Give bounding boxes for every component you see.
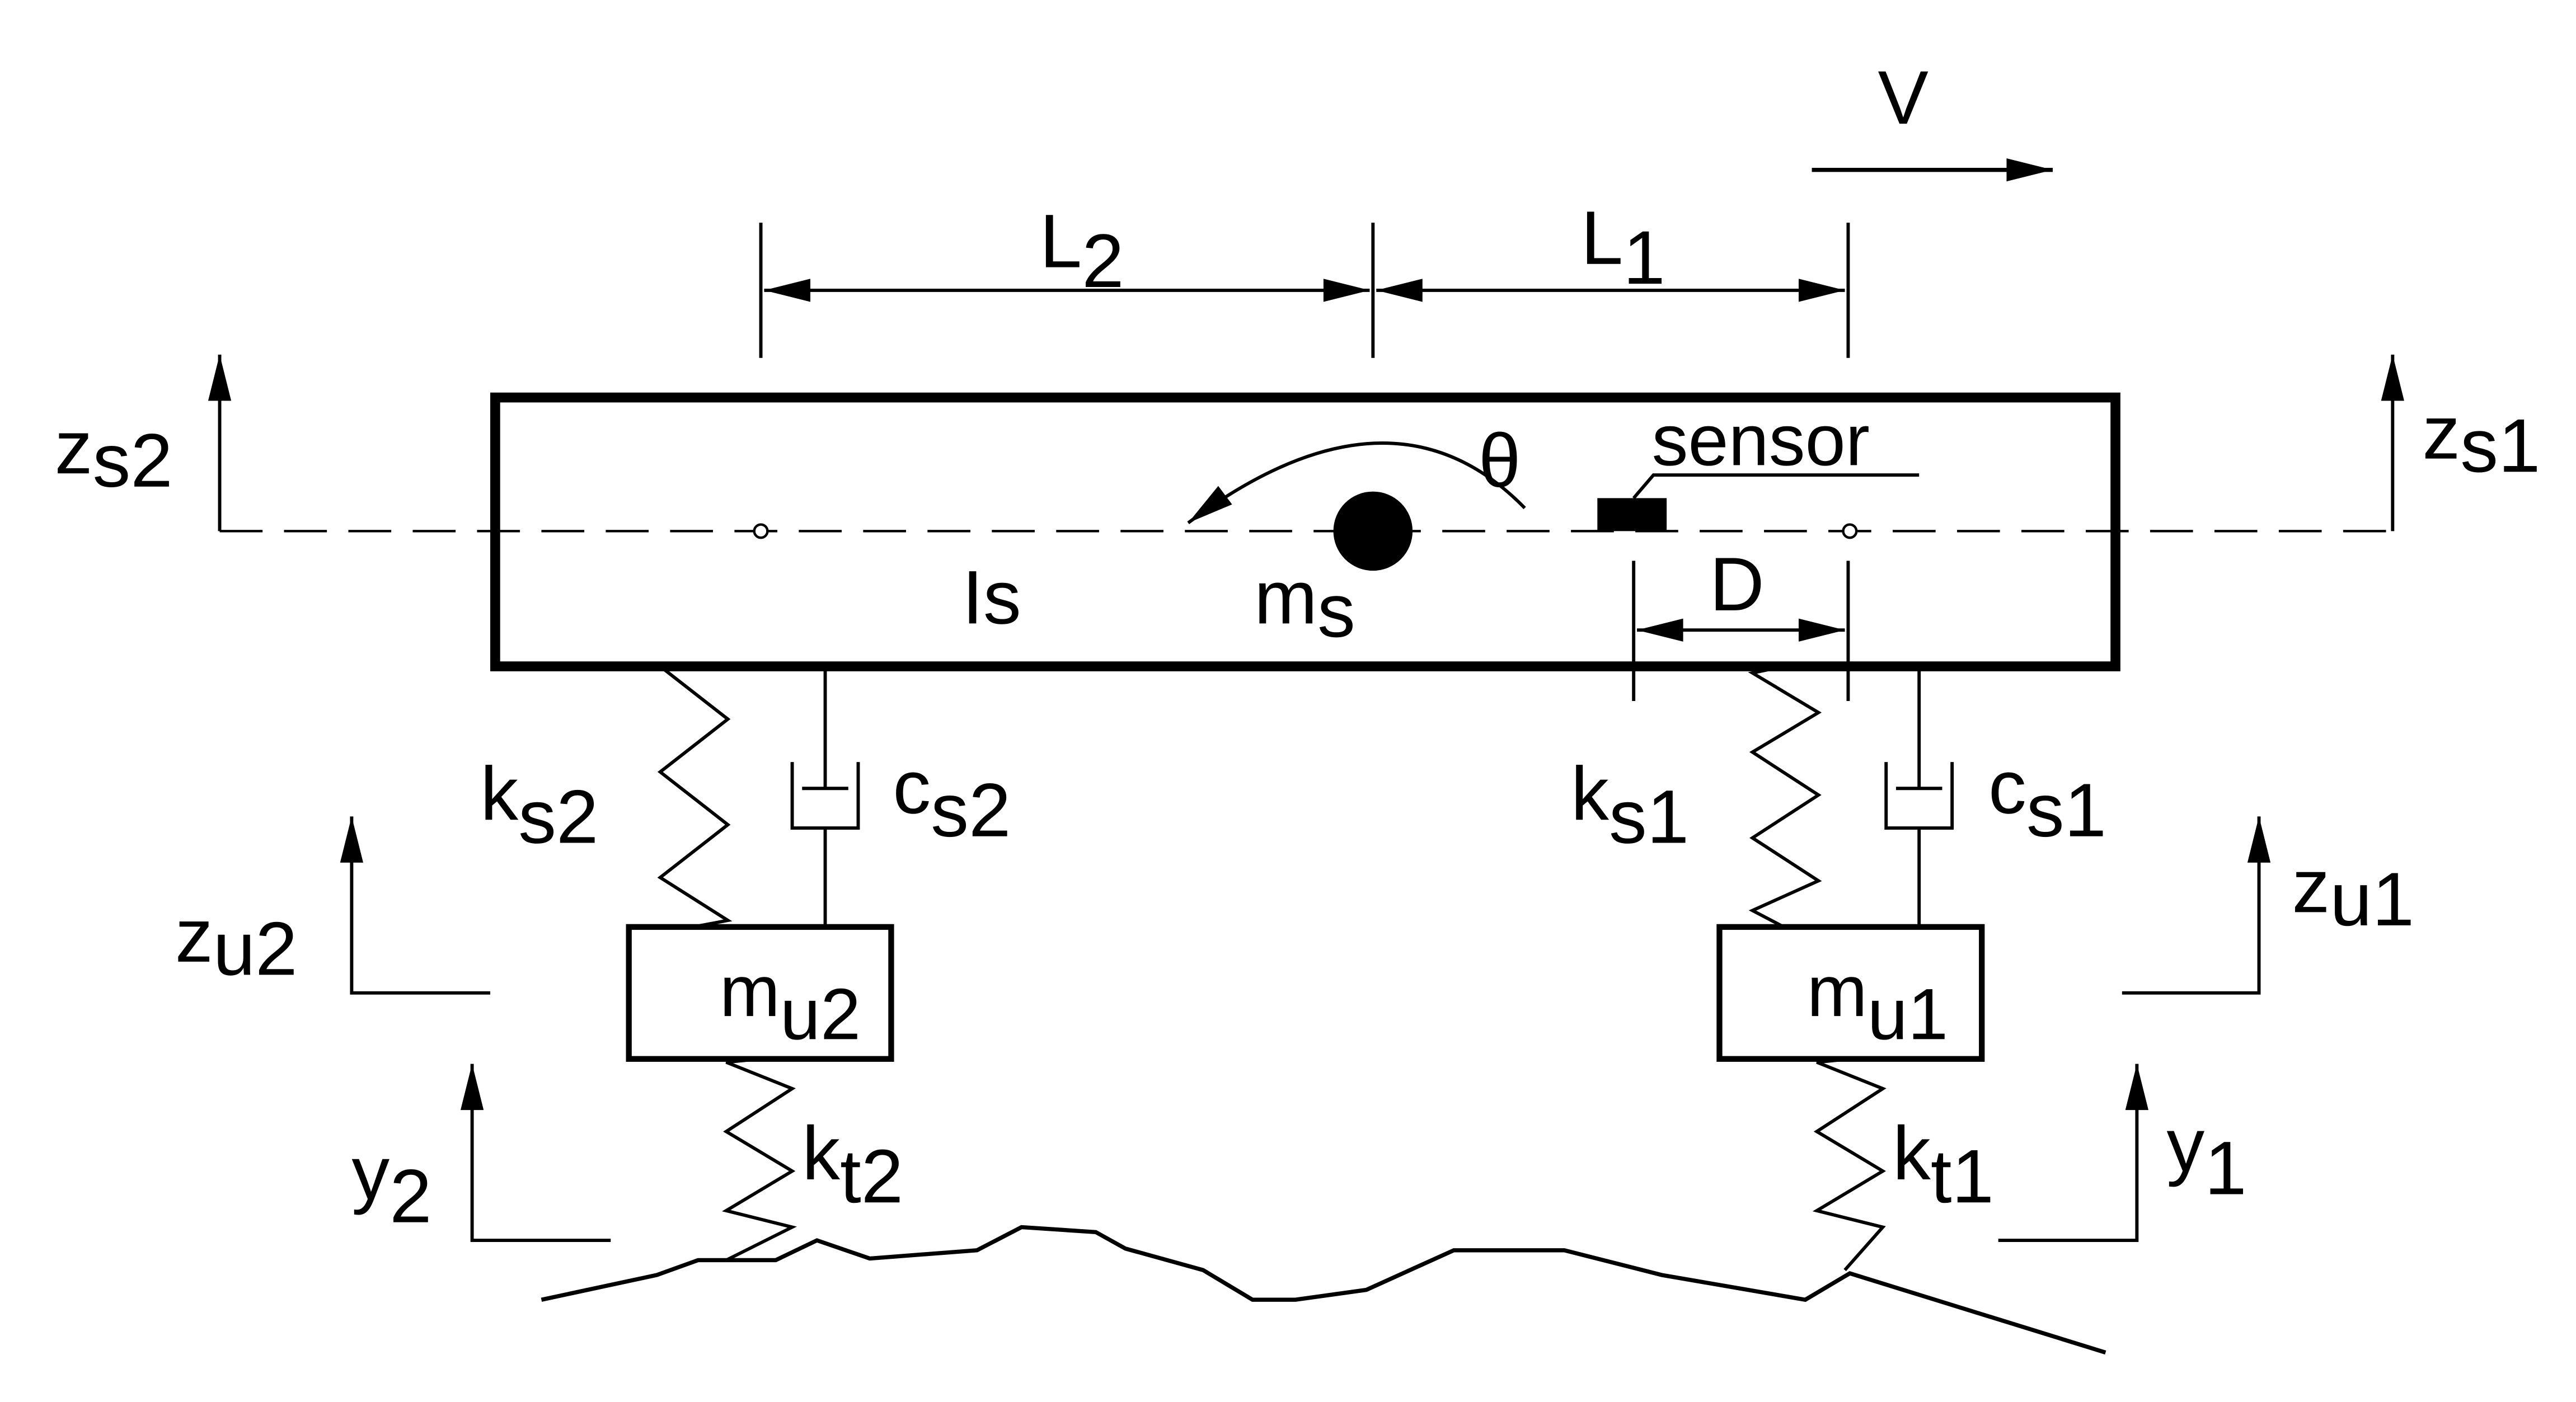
sensor-distance-dimension: D <box>1632 542 1850 701</box>
front-length-label: L1 <box>1581 195 1665 300</box>
velocity-label: V <box>1878 55 1928 140</box>
road-profile <box>541 1225 2106 1355</box>
center-of-mass <box>1333 491 1413 571</box>
front-spring <box>1748 665 1822 929</box>
unsprung-mass-rear-box <box>626 924 894 1062</box>
unsprung-mass-rear-label: mu2 <box>720 951 861 1055</box>
road-input-front-arrow <box>1998 1064 2149 1243</box>
unsprung-disp-front-arrow <box>2122 816 2271 995</box>
damper-rear-label: cs2 <box>893 744 1011 852</box>
tire-front-label: kt1 <box>1893 1111 1994 1218</box>
pitch-label: θ <box>1479 418 1521 503</box>
pitch-arrow <box>1187 441 1526 524</box>
sprung-mass-label: ms <box>1254 554 1355 653</box>
spring-rear-label: ks2 <box>480 751 598 859</box>
sprung-disp-front-label: zs1 <box>2422 390 2540 488</box>
unsprung-mass-front-box <box>1716 924 1985 1062</box>
rear-attachment-point <box>753 523 769 539</box>
damper-front-label: cs1 <box>1988 744 2106 852</box>
front-suspension <box>1748 665 1954 929</box>
sprung-disp-rear-label: zs2 <box>55 404 173 503</box>
unsprung-disp-front-label: zu1 <box>2292 843 2415 942</box>
rear-length-label: L2 <box>1040 199 1124 303</box>
unsprung-mass-front-label: mu1 <box>1807 951 1948 1055</box>
sensor-label: sensor <box>1652 400 1870 481</box>
unsprung-disp-rear-label: zu2 <box>175 893 298 991</box>
road-input-front-label: y1 <box>2166 1102 2246 1210</box>
rear-suspension <box>655 665 860 929</box>
body-reference-line <box>208 354 2404 533</box>
sensor-distance-label: D <box>1710 542 1765 627</box>
tire-spring-front <box>1812 1057 1887 1272</box>
road-input-rear-arrow <box>460 1064 611 1243</box>
tire-rear-label: kt2 <box>802 1111 903 1218</box>
velocity-indicator: V <box>1812 55 2053 182</box>
road-input-rear-label: y2 <box>351 1130 431 1238</box>
wheelbase-dimensions: L2 L1 <box>759 195 1850 358</box>
spring-front-label: ks1 <box>1571 751 1689 859</box>
unsprung-disp-rear-arrow <box>340 816 491 995</box>
vehicle-body <box>490 392 2120 671</box>
rear-spring <box>655 665 733 929</box>
tire-spring-rear <box>722 1057 797 1262</box>
pitch-inertia-label: Is <box>962 554 1021 639</box>
front-attachment-point <box>1842 523 1858 539</box>
sensor-block <box>1597 498 1667 531</box>
